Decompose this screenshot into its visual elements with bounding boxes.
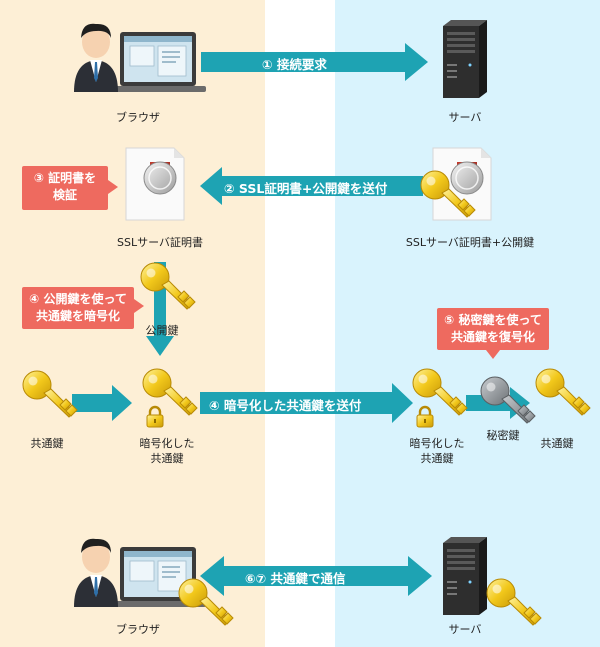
public-key-icon [140,262,196,310]
common-key-icon [486,578,542,626]
callout-pointer [134,299,144,313]
callout-line: 検証 [52,188,77,202]
step67-label: ⑥⑦ 共通鍵で通信 [245,571,346,586]
callout-line: 共通鍵を暗号化 [35,309,120,323]
pubkey-label: 公開鍵 [145,324,179,337]
arrow-send-cert [200,167,423,205]
callout-line: ⑤ 秘密鍵を使って [444,313,542,327]
ssl-cert-pubkey-label: SSLサーバ証明書+公開鍵 [405,236,535,249]
step2-label: ② SSL証明書+公開鍵を送付 [224,181,388,196]
arrow-common-communication [200,556,432,596]
arrow-connect-request [201,43,428,81]
certificate-icon [125,147,185,221]
private-key-label: 秘密鍵 [486,429,520,442]
callout-line: ④ 公開鍵を使って [29,292,127,306]
callout-line: ③ 証明書を [33,171,97,185]
callout-pointer [108,180,118,194]
label-line: 暗号化した [409,437,465,450]
server-tower-icon [443,537,487,615]
verify-cert-callout: ③ 証明書を 検証 [22,166,108,210]
common-key-icon [22,370,78,418]
padlock-icon [415,405,435,429]
label-line: 共通鍵 [420,452,454,465]
common-key-icon [535,368,591,416]
encrypt-callout: ④ 公開鍵を使って 共通鍵を暗号化 [22,287,134,329]
user-at-laptop-icon [73,23,207,93]
encrypted-key-label: 暗号化した 共通鍵 [132,436,202,466]
arrow-send-encrypted-key [200,383,413,423]
decrypt-callout: ⑤ 秘密鍵を使って 共通鍵を復号化 [437,308,549,350]
server-label: サーバ [448,623,482,636]
browser-label: ブラウザ [116,623,160,636]
step1-label: ① 接続要求 [262,57,327,72]
browser-label: ブラウザ [116,111,160,124]
common-key-label: 共通鍵 [540,437,574,450]
common-key-label: 共通鍵 [30,437,64,450]
server-label: サーバ [448,111,482,124]
padlock-icon [145,405,165,429]
arrow-key-to-encrypt [72,385,132,421]
private-key-icon [480,376,536,424]
encrypted-key-label: 暗号化した 共通鍵 [402,436,472,466]
callout-pointer [486,350,500,359]
arrow-pubkey-down [146,262,174,356]
step4-label: ④ 暗号化した共通鍵を送付 [209,398,362,413]
ssl-cert-label: SSLサーバ証明書 [117,236,203,249]
label-line: 暗号化した [139,437,195,450]
label-line: 共通鍵 [150,452,184,465]
callout-line: 共通鍵を復号化 [450,330,535,344]
server-tower-icon [443,20,487,98]
